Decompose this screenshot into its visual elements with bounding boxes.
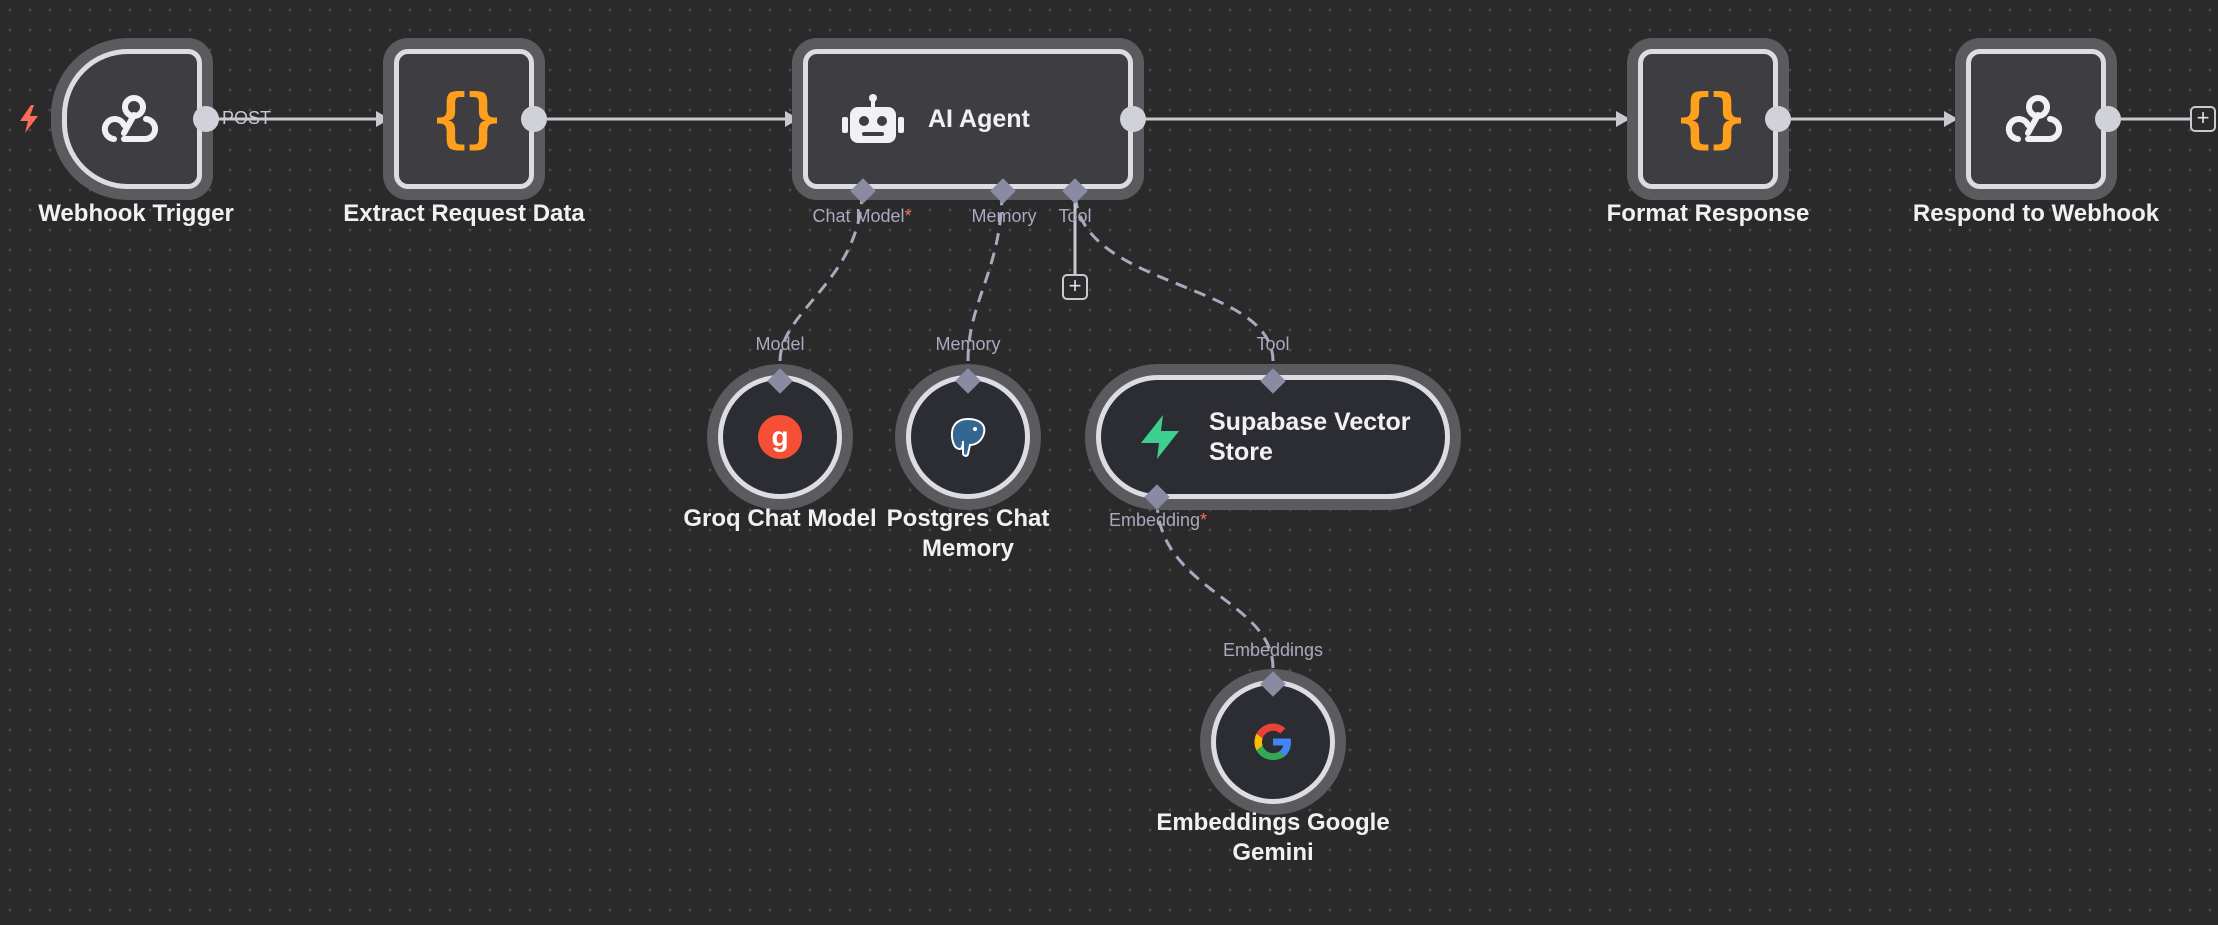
- gemini-embeddings-port-label: Embeddings: [1222, 640, 1324, 660]
- postgres-memory-port-label: Memory: [935, 334, 1001, 354]
- postgres-label-line2: Memory: [921, 535, 1015, 562]
- format-output-handle[interactable]: [1765, 106, 1791, 132]
- groq-model-port-label: Model: [755, 334, 805, 354]
- supabase-embedding-label: Embedding*: [1108, 510, 1208, 530]
- webhook-trigger-node[interactable]: [62, 49, 202, 189]
- format-response-node[interactable]: {}: [1638, 49, 1778, 189]
- respond-webhook-node[interactable]: [1966, 49, 2106, 189]
- postgres-chat-memory-node[interactable]: [906, 375, 1030, 499]
- ai-agent-node[interactable]: AI Agent: [803, 49, 1133, 189]
- embeddings-gemini-label: Embeddings Google Gemini: [1156, 808, 1389, 868]
- gemini-label-line2: Gemini: [1232, 839, 1314, 866]
- embeddings-gemini-node[interactable]: [1211, 680, 1335, 804]
- supabase-vector-store-node[interactable]: Supabase Vector Store: [1096, 375, 1450, 499]
- supabase-bolt-icon: [1141, 415, 1179, 459]
- agent-chat-model-label: Chat Model*: [812, 206, 912, 226]
- postgres-elephant-icon: [950, 417, 986, 457]
- extract-request-label: Extract Request Data: [343, 200, 585, 227]
- arrow-format: [1616, 111, 1630, 127]
- postgres-label-line1: Postgres Chat: [886, 505, 1050, 532]
- respond-output-handle[interactable]: [2095, 106, 2121, 132]
- groq-chat-model-label: Groq Chat Model: [683, 505, 877, 532]
- groq-chat-model-node[interactable]: g: [718, 375, 842, 499]
- supabase-title: Supabase Vector Store: [1209, 407, 1439, 467]
- add-node-button[interactable]: +: [2190, 106, 2216, 132]
- trigger-bolt-icon: [20, 105, 38, 133]
- webhook-icon: [2005, 95, 2062, 143]
- supabase-tool-port-label: Tool: [1256, 334, 1290, 354]
- curly-braces-icon: {}: [1675, 82, 1746, 156]
- svg-text:g: g: [771, 421, 788, 452]
- supabase-title-line1: Supabase Vector: [1209, 408, 1411, 436]
- edge-supabase-agent: [1073, 189, 1275, 362]
- webhook-trigger-label: Webhook Trigger: [38, 200, 234, 227]
- arrow-agent: [785, 111, 799, 127]
- gemini-label-line1: Embeddings Google: [1156, 809, 1390, 836]
- webhook-icon: [101, 95, 158, 143]
- postgres-chat-memory-label: Postgres Chat Memory: [887, 504, 1050, 564]
- google-g-icon: [1254, 723, 1291, 760]
- respond-webhook-label: Respond to Webhook: [1912, 200, 2160, 227]
- webhook-method-label: POST: [222, 108, 272, 128]
- agent-tool-label: Tool: [1058, 206, 1092, 226]
- extract-request-node[interactable]: {}: [394, 49, 534, 189]
- agent-output-handle[interactable]: [1120, 106, 1146, 132]
- agent-memory-label: Memory: [971, 206, 1037, 226]
- add-tool-button[interactable]: +: [1062, 274, 1088, 300]
- robot-icon: [842, 94, 904, 143]
- curly-braces-icon: {}: [431, 82, 502, 156]
- supabase-title-line2: Store: [1209, 438, 1273, 466]
- webhook-output-handle[interactable]: [193, 106, 219, 132]
- format-response-label: Format Response: [1606, 200, 1810, 227]
- extract-output-handle[interactable]: [521, 106, 547, 132]
- groq-icon: g: [758, 415, 802, 459]
- arrow-respond: [1944, 111, 1958, 127]
- ai-agent-title: AI Agent: [928, 104, 1030, 133]
- arrow-extract: [376, 111, 390, 127]
